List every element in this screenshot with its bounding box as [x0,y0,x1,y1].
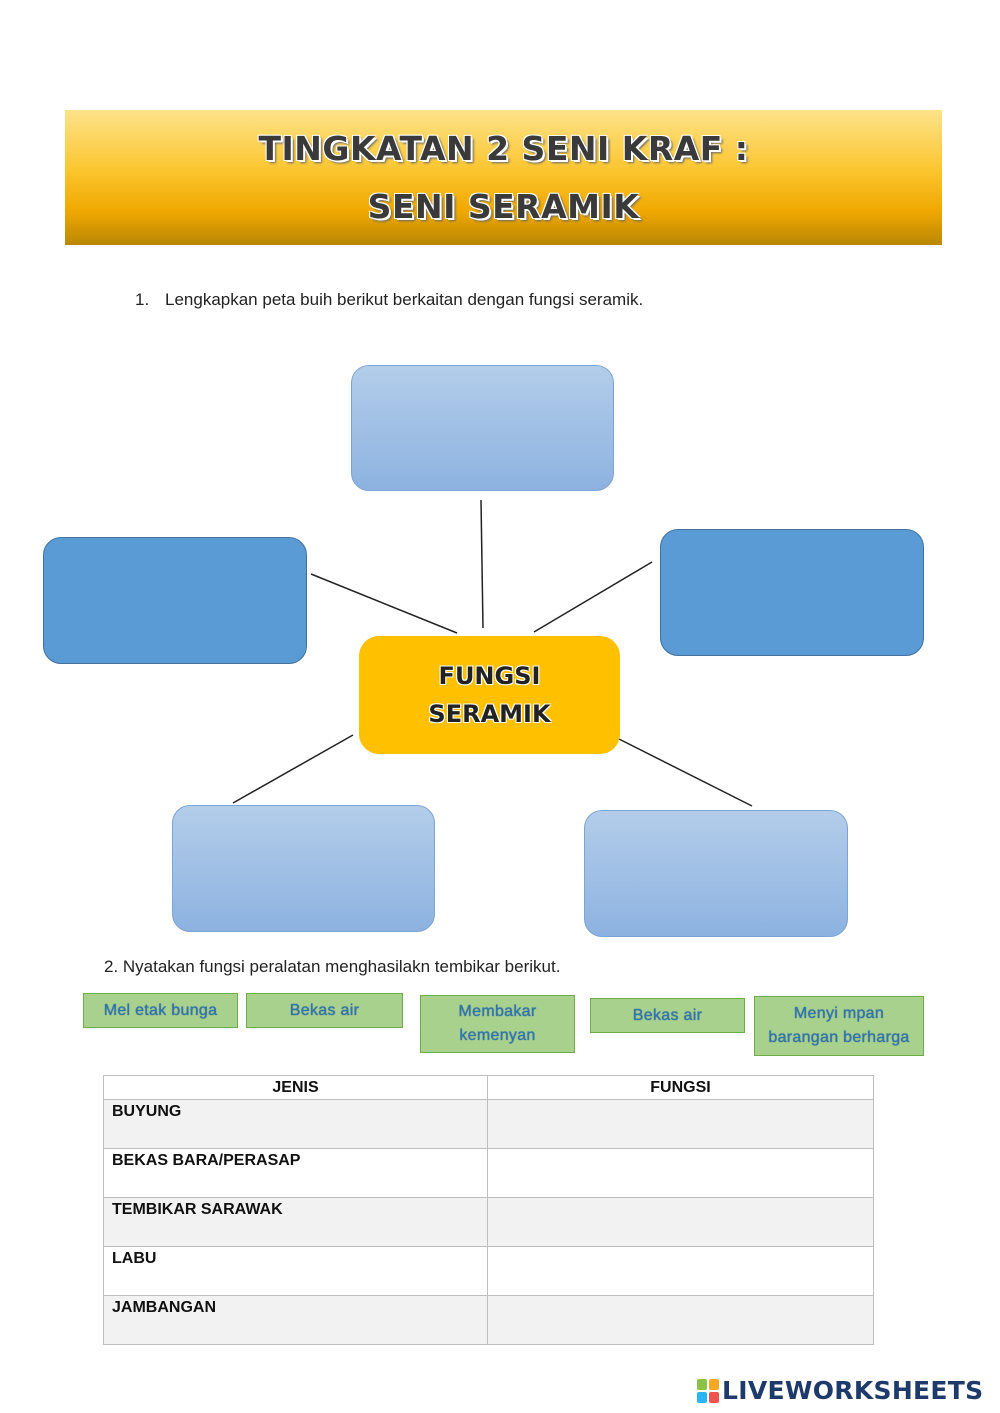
logo-square-icon [697,1391,707,1403]
jenis-cell: BEKAS BARA/PERASAP [103,1148,488,1198]
question-1-number: 1. [135,290,150,309]
bubble-top[interactable] [351,365,614,491]
question-1: 1. Lengkapkan peta buih berikut berkaitan… [135,290,643,310]
question-1-text: Lengkapkan peta buih berikut berkaitan d… [165,290,644,309]
connector-right [533,561,653,633]
fungsi-answer-cell[interactable] [487,1197,874,1247]
table-row: LABU [103,1246,874,1296]
liveworksheets-logo-text: LIVEWORKSHEETS [722,1376,984,1405]
connector-bottom-right [618,738,753,807]
header-fungsi: FUNGSI [487,1075,874,1100]
header-jenis: JENIS [103,1075,488,1100]
fungsi-answer-cell[interactable] [487,1295,874,1345]
jenis-cell: TEMBIKAR SARAWAK [103,1197,488,1247]
center-bubble-line-2: SERAMIK [428,700,551,728]
center-bubble: FUNGSI SERAMIK [359,636,620,754]
bubble-bottom-left[interactable] [172,805,435,932]
connector-left [310,573,458,634]
logo-square-icon [709,1391,719,1403]
option-bekas-air-1[interactable]: Bekas air [246,993,403,1028]
answer-table: JENIS FUNGSI BUYUNG BEKAS BARA/PERASAP T… [103,1075,874,1345]
title-banner: TINGKATAN 2 SENI KRAF : SENI SERAMIK [65,110,942,245]
fungsi-answer-cell[interactable] [487,1148,874,1198]
table-row: JAMBANGAN [103,1295,874,1345]
option-menyimpan-barangan-berharga[interactable]: Menyi mpan barangan berharga [754,996,924,1056]
logo-square-icon [697,1378,707,1390]
bubble-bottom-right[interactable] [584,810,848,937]
bubble-left[interactable] [43,537,307,664]
option-membakar-kemenyan[interactable]: Membakar kemenyan [420,995,575,1053]
table-header-row: JENIS FUNGSI [103,1075,874,1100]
question-2-text: 2. Nyatakan fungsi peralatan menghasilak… [104,957,561,976]
connector-bottom-left [232,734,354,804]
banner-title-line-1: TINGKATAN 2 SENI KRAF : [258,128,749,168]
jenis-cell: LABU [103,1246,488,1296]
logo-square-icon [709,1378,719,1390]
jenis-cell: JAMBANGAN [103,1295,488,1345]
option-bekas-air-2[interactable]: Bekas air [590,998,745,1033]
center-bubble-line-1: FUNGSI [438,662,541,690]
table-row: BUYUNG [103,1099,874,1149]
option-meletak-bunga[interactable]: Mel etak bunga [83,993,238,1028]
liveworksheets-logo: LIVEWORKSHEETS [697,1376,983,1405]
banner-title-line-2: SENI SERAMIK [367,186,640,226]
jenis-cell: BUYUNG [103,1099,488,1149]
bubble-right[interactable] [660,529,924,656]
liveworksheets-logo-icon [697,1378,719,1403]
table-row: TEMBIKAR SARAWAK [103,1197,874,1247]
fungsi-answer-cell[interactable] [487,1246,874,1296]
fungsi-answer-cell[interactable] [487,1099,874,1149]
table-row: BEKAS BARA/PERASAP [103,1148,874,1198]
connector-top [480,499,484,629]
